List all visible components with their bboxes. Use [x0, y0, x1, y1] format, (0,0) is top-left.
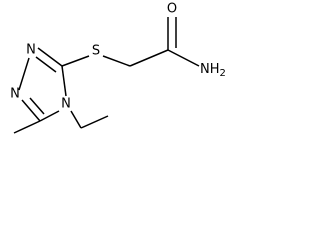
bond-n4-c3: [61, 65, 67, 97]
atom-n-ethyl: N: [61, 97, 71, 112]
triazole-ring: [18, 47, 67, 122]
bond-n1-n2: [18, 57, 30, 91]
bond-s-ch2: [102, 55, 131, 67]
bond-n2-c5-double: [29, 97, 45, 115]
amide-nh-text: NH: [200, 62, 220, 77]
bond-ch2-carbonyl: [129, 49, 169, 67]
bond-c3-n1: [37, 47, 63, 67]
bond-c3-s: [61, 55, 90, 67]
atom-oxygen: O: [167, 2, 177, 17]
atom-sulfur: S: [92, 44, 100, 59]
bond-c5-methyl: [13, 120, 41, 134]
bond-c5-n4: [39, 110, 60, 122]
bond-ch2-ch3: [80, 115, 109, 129]
atom-n-top: N: [26, 43, 36, 58]
bond-c3-n1-double: [35, 56, 57, 73]
atom-n-left: N: [10, 87, 20, 102]
bond-c-nh2: [167, 49, 200, 67]
atom-amide-nh2: NH2: [200, 62, 226, 79]
molecule-structure: N N N S O NH2: [10, 2, 226, 134]
bond-n4-ch2: [70, 110, 82, 129]
bond-n2-c5: [21, 99, 41, 122]
amide-subscript-text: 2: [220, 68, 226, 79]
